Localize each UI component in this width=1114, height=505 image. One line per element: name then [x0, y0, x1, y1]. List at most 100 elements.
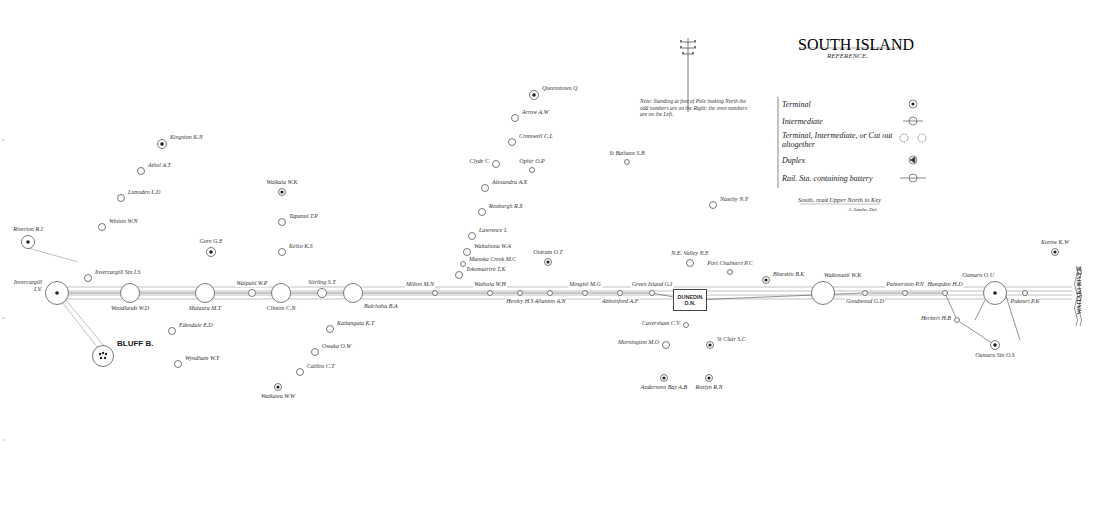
station-label: Kingston K.N: [169, 134, 204, 141]
station-circle: Tapanui T.P: [278, 218, 286, 226]
station-circle: Kingston K.N: [157, 139, 167, 149]
terminal-dot: [707, 376, 710, 379]
station-label: Waikaia W.K: [266, 179, 299, 186]
station-circle: Athol A.T: [137, 167, 145, 175]
station-symbol: [274, 383, 282, 391]
station-circle: Winton W.N: [98, 223, 106, 231]
station-label: Oamaru O.U: [961, 272, 995, 279]
station-symbol: [942, 290, 948, 296]
station-label: Owaka O.W: [321, 343, 352, 350]
station-circle: Henley H.Y: [517, 290, 523, 296]
station-symbol: [463, 248, 471, 256]
station-symbol: [45, 281, 69, 305]
station-ring: [138, 168, 145, 175]
telegraph-line: [655, 294, 673, 297]
station-circle: Waitahuna W.A: [463, 248, 471, 256]
terminal-dot: [26, 240, 30, 244]
reference-heading: REFERENCE.: [827, 52, 868, 60]
legend-symbols: [778, 48, 926, 204]
station-label: Catlins C.T: [306, 363, 336, 370]
station-label: Waikouaiti W.K: [823, 272, 862, 279]
terminal-dot: [1053, 250, 1056, 253]
station-symbol: [248, 289, 256, 297]
station-circle: N.E. Valley N.E: [686, 259, 694, 267]
station-label: Oamaru Stn O.S: [974, 352, 1016, 359]
station-symbol: [544, 258, 552, 266]
station-ring: [118, 195, 125, 202]
terminal-dot: [764, 278, 767, 281]
station-label: Kaitangata K.T: [336, 320, 375, 327]
station-ring: [207, 248, 216, 257]
station-symbol: [649, 290, 655, 296]
station-label: Edendale E.D: [178, 322, 214, 329]
station-symbol: [492, 160, 500, 168]
station-label: Woodlands W.D: [110, 305, 150, 312]
station-circle: Woodlands W.D: [120, 283, 140, 303]
station-circle: Blueskin B.K: [762, 276, 770, 284]
station-ring: [863, 291, 868, 296]
station-circle: Roslyn R.N: [705, 374, 713, 382]
station-ring: [46, 282, 69, 305]
station-label: Invercargill Stn I.S: [94, 269, 141, 276]
station-symbol: [517, 290, 523, 296]
terminal-dot: [100, 357, 102, 359]
telegraph-line: [553, 293, 582, 294]
terminal-dot: [102, 352, 104, 354]
station-circle: Port Chalmers P.C: [727, 269, 733, 275]
station-circle: Invercargill Stn I.S: [84, 274, 92, 282]
station-circle: Andersons Bay A.B: [660, 374, 668, 382]
station-label: Waipahi W.P: [236, 280, 269, 287]
station-symbol: [174, 360, 182, 368]
station-symbol: [278, 218, 286, 226]
station-label: Naseby N.Y: [719, 196, 749, 203]
station-ring: [763, 277, 770, 284]
station-circle: Waikouaiti W.K: [811, 281, 835, 305]
station-symbol: [686, 259, 694, 267]
station-ring: [943, 291, 948, 296]
station-ring: [488, 291, 493, 296]
station-ring: [279, 219, 286, 226]
station-ring: [583, 291, 588, 296]
station-label: BLUFF B.: [116, 340, 154, 349]
station-symbol: [762, 276, 770, 284]
station-circle: Pukeuri P.K: [1022, 290, 1028, 296]
telegraph-line: [291, 293, 317, 294]
station-label: Mosgiel M.G: [568, 281, 602, 288]
station-ring: [297, 369, 304, 376]
station-symbol: [326, 325, 334, 333]
station-circle: Manuka Creek M.C: [460, 261, 466, 267]
station-symbol: [811, 281, 835, 305]
station-circle: Riverton R.I: [21, 235, 35, 249]
station-label: Abbotsford A.F: [601, 298, 640, 305]
station-symbol: [117, 194, 125, 202]
station-ring: [710, 202, 717, 209]
station-label: Port Chalmers P.C: [706, 260, 753, 267]
station-ring: [903, 291, 908, 296]
station-circle: Lawrence L: [468, 232, 476, 240]
station-symbol: [343, 283, 363, 303]
station-label: Tapanui T.P: [288, 213, 319, 220]
station-box: DUNEDIN D.N.: [673, 289, 707, 311]
station-label: Green Island G.I: [631, 281, 674, 288]
station-ring: [461, 262, 466, 267]
station-circle: Hampden H.D: [942, 290, 948, 296]
station-ring: [456, 272, 463, 279]
station-circle: St Bathans S.B: [624, 159, 630, 165]
station-circle: Owaka O.W: [311, 348, 319, 356]
terminal-dot: [55, 291, 59, 295]
station-label: Ophir O.P: [518, 158, 545, 165]
station-label: St Bathans S.B: [608, 150, 646, 157]
station-ring: [687, 260, 694, 267]
station-symbol: [990, 340, 1000, 350]
telegraph-line: [493, 293, 517, 294]
station-symbol: [902, 290, 908, 296]
station-ring: [548, 291, 553, 296]
station-circle: St Clair S.C: [706, 341, 714, 349]
river-name: WAITAKI RIVER: [1076, 267, 1083, 315]
station-label: Stirling S.T: [307, 279, 336, 286]
station-symbol: [468, 232, 476, 240]
telegraph-line: [438, 293, 487, 294]
station-circle: Kaitangata K.T: [326, 325, 334, 333]
station-symbol: [481, 184, 489, 192]
telegraph-line: [588, 293, 617, 294]
